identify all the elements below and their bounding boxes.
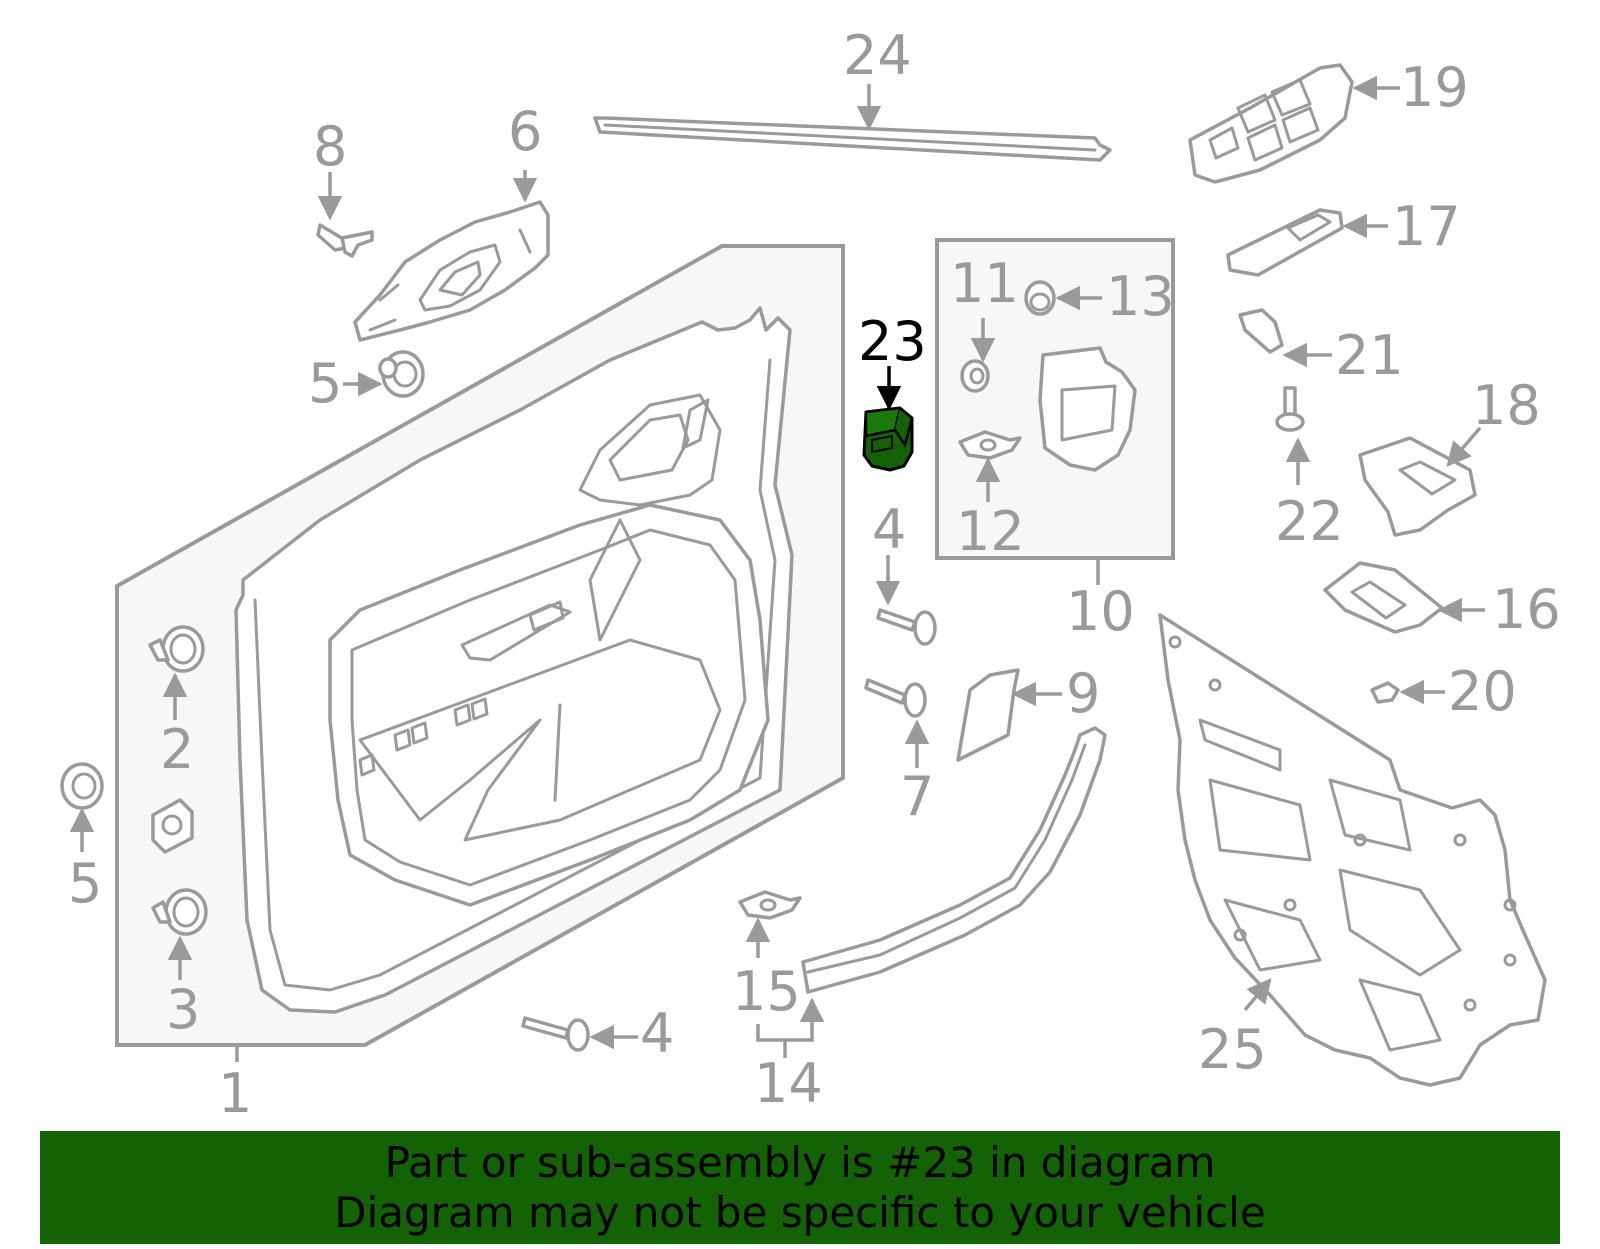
callout-12: 12 — [956, 500, 1025, 563]
callout-5-left: 5 — [68, 852, 102, 915]
screw-7 — [864, 678, 927, 718]
callout-17: 17 — [1392, 195, 1461, 258]
push-pin-2 — [148, 625, 205, 673]
clip-15 — [738, 890, 802, 920]
grommet-5-top — [378, 350, 425, 398]
window-switch-16 — [1323, 561, 1444, 634]
callout-25: 25 — [1198, 1018, 1267, 1081]
callout-15: 15 — [732, 960, 801, 1023]
clip-21 — [1238, 308, 1284, 354]
screw-4-upper — [876, 608, 937, 646]
lower-molding — [801, 726, 1107, 994]
callout-7: 7 — [900, 765, 934, 828]
screw-22 — [1275, 386, 1305, 432]
callout-3: 3 — [166, 978, 200, 1041]
callout-24: 24 — [843, 24, 912, 87]
callout-5-top: 5 — [308, 352, 342, 415]
callout-16: 16 — [1492, 578, 1561, 641]
square-clip — [151, 798, 194, 854]
pad-9 — [956, 668, 1020, 762]
window-switch-18 — [1358, 436, 1477, 537]
callout-19: 19 — [1400, 56, 1469, 119]
window-switch-17 — [1226, 208, 1344, 277]
callout-22: 22 — [1275, 490, 1344, 553]
info-banner: Part or sub-assembly is #23 in diagram D… — [40, 1131, 1560, 1244]
banner-line-1: Part or sub-assembly is #23 in diagram — [384, 1137, 1216, 1187]
callout-21: 21 — [1335, 324, 1404, 387]
callout-13: 13 — [1106, 265, 1175, 328]
switch-bezel-23 — [862, 406, 914, 472]
pull-cup-kit-box — [935, 238, 1175, 560]
door-trim-panel — [115, 244, 845, 1047]
callout-10: 10 — [1066, 580, 1135, 643]
callout-14: 14 — [754, 1052, 823, 1115]
callout-4-upper: 4 — [872, 498, 906, 561]
callout-6: 6 — [508, 100, 542, 163]
clip-20 — [1370, 681, 1400, 704]
leader-lines — [69, 75, 1485, 1062]
inner-door-panel — [1158, 613, 1547, 1087]
banner-line-2: Diagram may not be specific to your vehi… — [334, 1187, 1266, 1237]
callout-9: 9 — [1066, 662, 1100, 725]
callout-11: 11 — [950, 252, 1019, 315]
callout-18: 18 — [1472, 374, 1541, 437]
screw-4-lower — [521, 1016, 590, 1052]
beltline-weatherstrip — [593, 116, 1112, 162]
callout-8: 8 — [313, 115, 347, 178]
callout-20: 20 — [1448, 660, 1517, 723]
push-pin-3 — [151, 888, 208, 936]
screw-8 — [316, 223, 374, 258]
callout-1: 1 — [218, 1062, 252, 1125]
inside-handle-bracket — [353, 200, 550, 342]
callout-4-lower: 4 — [640, 1002, 674, 1065]
grommet-5-left — [60, 762, 104, 810]
master-window-switch — [1188, 63, 1354, 184]
callout-23: 23 — [858, 310, 927, 373]
callout-labels: 24 6 8 5 2 5 3 1 23 4 7 4 9 10 11 12 13 … — [68, 24, 1561, 1125]
callout-2: 2 — [160, 718, 194, 781]
